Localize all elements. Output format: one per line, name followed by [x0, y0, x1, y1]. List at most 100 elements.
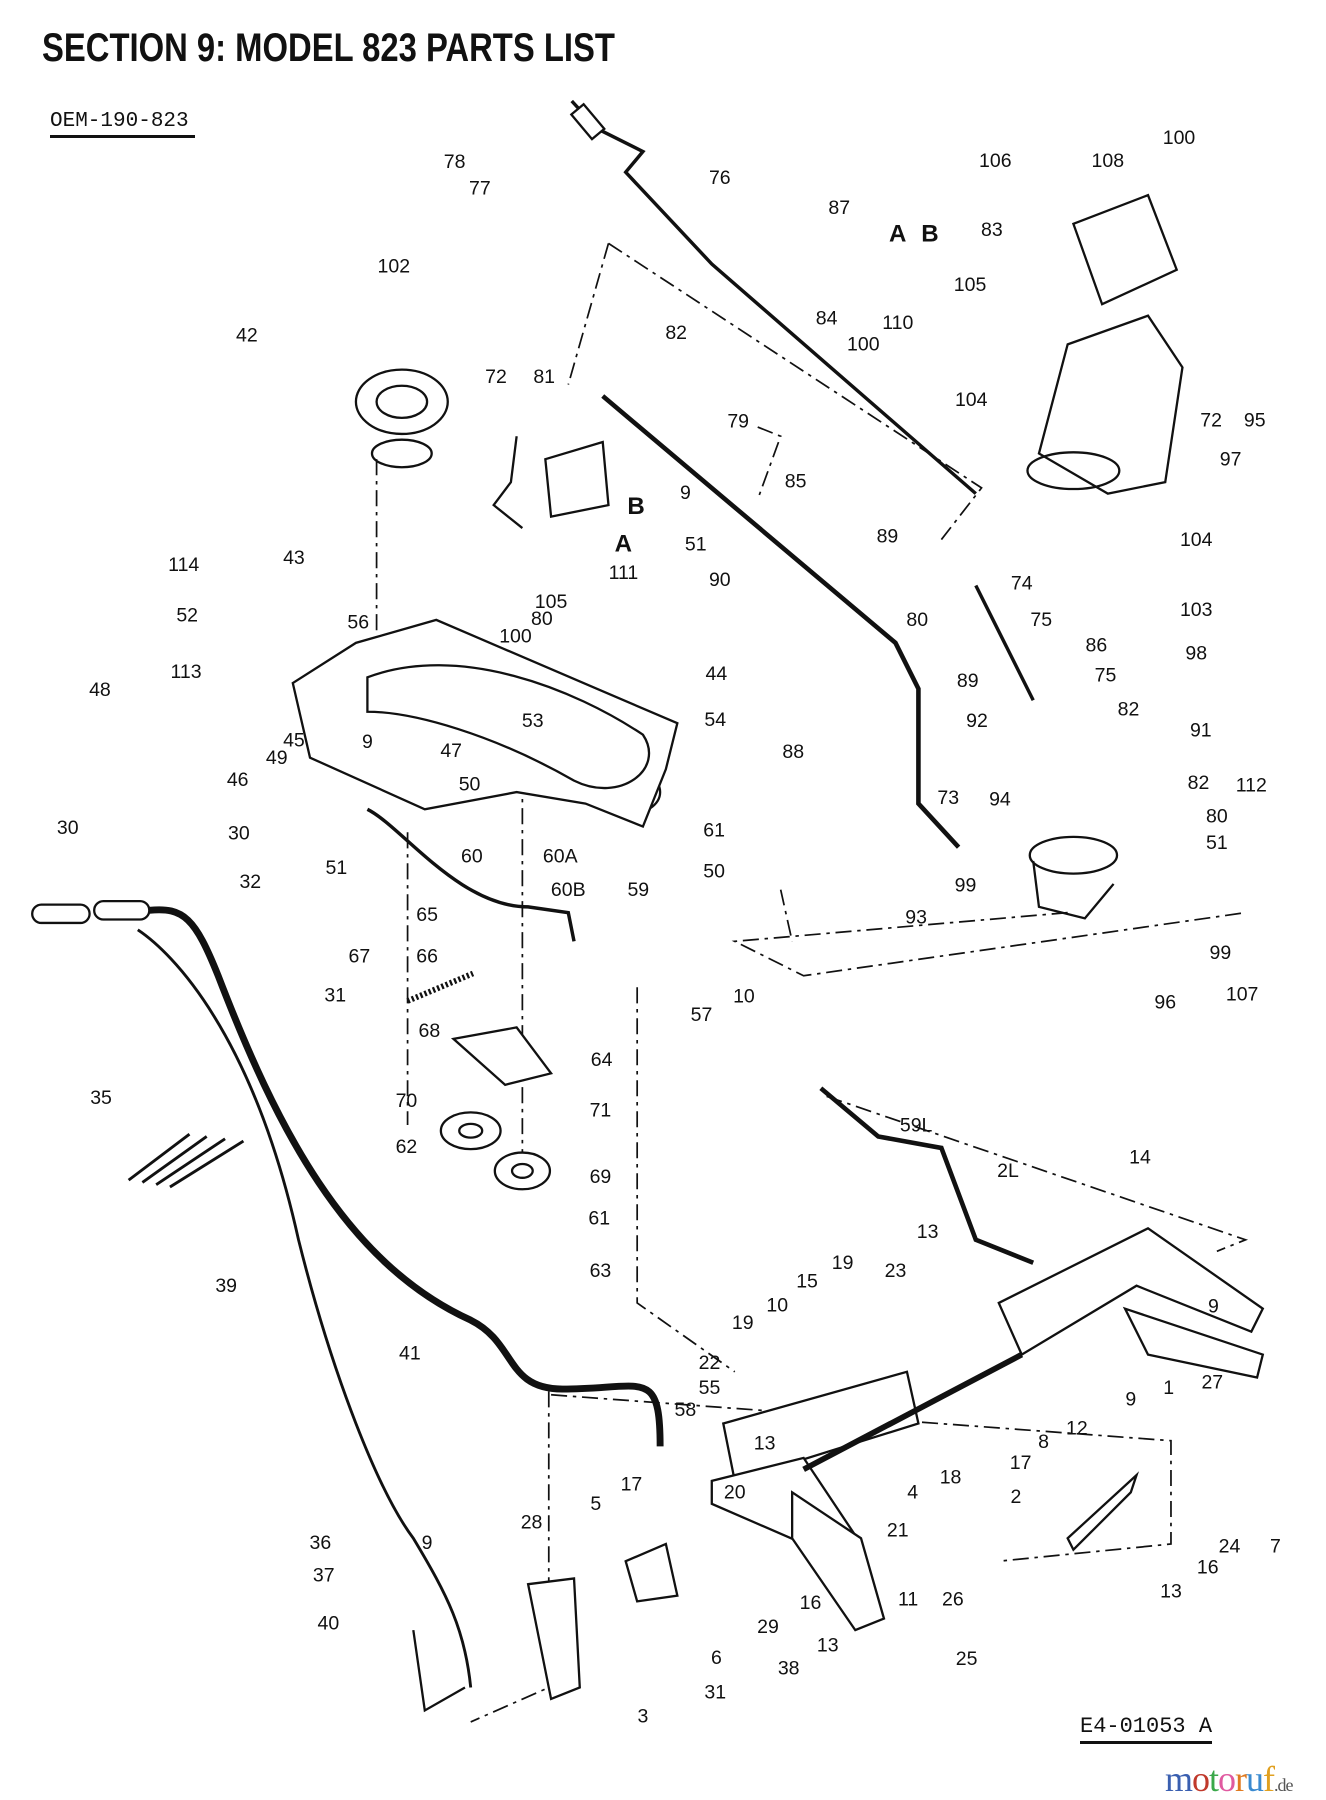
callout-6: 6	[711, 1647, 722, 1669]
callout-70: 70	[396, 1090, 418, 1112]
callout-85: 85	[785, 470, 807, 492]
callout-15: 15	[796, 1270, 818, 1292]
callout-80: 80	[1206, 806, 1228, 828]
callout-50: 50	[459, 773, 481, 795]
callout-80: 80	[906, 609, 928, 631]
callout-61: 61	[703, 819, 725, 841]
callout-92: 92	[966, 710, 988, 732]
spare-pins-35	[127, 1133, 245, 1189]
callout-60: 60	[461, 846, 483, 868]
callout-41: 41	[399, 1343, 421, 1365]
callout-75: 75	[1030, 609, 1052, 631]
callout-104: 104	[1180, 529, 1213, 551]
callout-68: 68	[419, 1020, 441, 1042]
callout-13: 13	[754, 1432, 776, 1454]
callout-104: 104	[955, 389, 988, 411]
rod-59	[366, 807, 576, 942]
callout-82: 82	[1188, 772, 1210, 794]
callout-99: 99	[1209, 942, 1231, 964]
oem-code: OEM-190-823	[50, 110, 195, 138]
callout-16: 16	[1197, 1556, 1219, 1578]
callout-10: 10	[733, 986, 755, 1008]
callout-18: 18	[940, 1467, 962, 1489]
callout-89: 89	[877, 525, 899, 547]
callout-28: 28	[521, 1511, 543, 1533]
callout-a: A	[889, 221, 906, 248]
callout-113: 113	[170, 661, 201, 683]
callout-114: 114	[168, 554, 199, 576]
callout-b: B	[921, 221, 938, 248]
callout-74: 74	[1011, 572, 1033, 594]
callout-60b: 60B	[551, 879, 586, 901]
callout-26: 26	[942, 1588, 964, 1610]
callout-63: 63	[590, 1260, 612, 1282]
callout-3: 3	[637, 1706, 648, 1728]
callout-100: 100	[847, 334, 880, 356]
callout-16: 16	[800, 1592, 822, 1614]
callout-64: 64	[591, 1049, 613, 1071]
callout-108: 108	[1092, 150, 1125, 172]
callout-73: 73	[937, 787, 959, 809]
callout-19: 19	[732, 1312, 754, 1334]
callout-47: 47	[440, 740, 462, 762]
callout-39: 39	[215, 1275, 237, 1297]
callout-105: 105	[535, 591, 568, 613]
callout-9: 9	[1125, 1389, 1136, 1411]
shift-rod-87	[569, 99, 977, 495]
callout-112: 112	[1236, 775, 1267, 797]
callout-9: 9	[422, 1532, 433, 1554]
shift-bracket	[544, 440, 610, 518]
callout-52: 52	[176, 605, 198, 627]
callout-42: 42	[236, 325, 258, 347]
callout-102: 102	[378, 256, 411, 278]
callout-4: 4	[907, 1482, 918, 1504]
callout-46: 46	[227, 769, 249, 791]
shift-lever	[492, 436, 524, 529]
callout-54: 54	[704, 709, 726, 731]
callout-79: 79	[727, 411, 749, 433]
callout-14: 14	[1129, 1146, 1151, 1168]
shift-rod-88	[601, 394, 961, 849]
belt-cover-frame	[291, 618, 679, 829]
pulley-61	[493, 1151, 552, 1191]
callout-67: 67	[349, 946, 371, 968]
callout-32: 32	[239, 871, 261, 893]
callout-36: 36	[309, 1532, 331, 1554]
callout-7: 7	[1270, 1536, 1281, 1558]
callout-56: 56	[347, 611, 369, 633]
callout-90: 90	[709, 569, 731, 591]
callout-91: 91	[1190, 719, 1212, 741]
callout-b: B	[627, 493, 644, 520]
callout-10: 10	[766, 1295, 788, 1317]
callout-76: 76	[709, 167, 731, 189]
callout-40: 40	[318, 1613, 340, 1635]
callout-93: 93	[905, 907, 927, 929]
callout-57: 57	[691, 1004, 713, 1026]
callout-49: 49	[266, 747, 288, 769]
callout-88: 88	[782, 741, 804, 763]
callout-2: 2	[1011, 1486, 1022, 1508]
callout-27: 27	[1201, 1371, 1223, 1393]
callout-105: 105	[954, 274, 987, 296]
idler-bracket-71	[450, 1026, 554, 1087]
callout-95: 95	[1244, 409, 1266, 431]
callout-45: 45	[283, 730, 305, 752]
callout-11: 11	[898, 1588, 918, 1610]
callout-20: 20	[724, 1482, 746, 1504]
callout-38: 38	[778, 1657, 800, 1679]
callout-62: 62	[396, 1136, 418, 1158]
callout-17: 17	[1010, 1452, 1032, 1474]
page-title: SECTION 9: MODEL 823 PARTS LIST	[42, 26, 615, 70]
callout-84: 84	[816, 307, 838, 329]
callout-89: 89	[957, 670, 979, 692]
callout-51: 51	[1206, 832, 1228, 854]
callout-35: 35	[90, 1087, 112, 1109]
callout-12: 12	[1066, 1417, 1088, 1439]
callout-94: 94	[989, 788, 1011, 810]
callout-30: 30	[228, 823, 250, 845]
callout-9: 9	[1208, 1296, 1219, 1318]
callout-53: 53	[522, 710, 544, 732]
callout-80: 80	[531, 608, 553, 630]
